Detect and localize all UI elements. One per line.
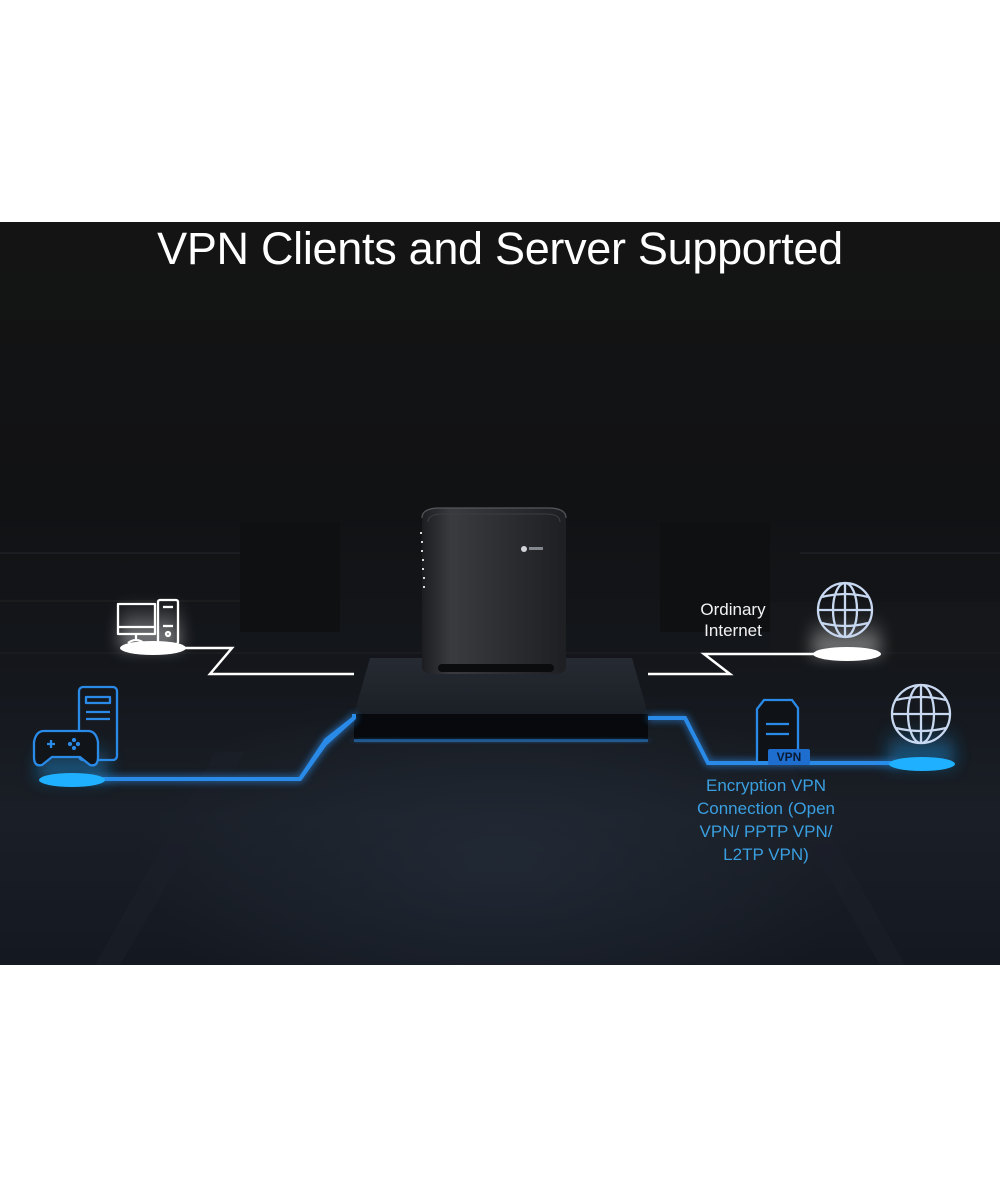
ordinary-internet-line-2: Internet	[704, 621, 762, 640]
globe-icon	[890, 683, 952, 745]
router-leds	[420, 532, 425, 588]
tp-link-logo-icon	[521, 546, 527, 552]
vpn-label-line-2: Connection (Open	[697, 799, 835, 818]
gamepad-server-icon	[32, 685, 119, 767]
network-scene	[0, 507, 1000, 965]
globe-icon	[816, 581, 874, 639]
vpn-feature-banner: VPN Clients and Server Supported Ordinar…	[0, 222, 1000, 965]
vpn-label-line-3: VPN/ PPTP VPN/	[699, 822, 833, 841]
vpn-label-line-1: Encryption VPN	[706, 776, 826, 795]
ordinary-internet-line-1: Ordinary	[700, 600, 766, 619]
vpn-server-icon	[755, 698, 810, 765]
gaming-node	[32, 685, 119, 787]
ordinary-internet-line	[180, 646, 818, 676]
desktop-computer-icon	[116, 598, 180, 646]
page-title: VPN Clients and Server Supported	[157, 223, 843, 274]
pc-node	[116, 598, 186, 655]
globe-vpn-node	[888, 683, 955, 771]
vpn-connection-label: Encryption VPN Connection (Open VPN/ PPT…	[676, 774, 856, 866]
router-icon	[420, 507, 567, 674]
vpn-label-line-4: L2TP VPN)	[723, 845, 809, 864]
ordinary-internet-label: Ordinary Internet	[688, 599, 778, 641]
globe-ordinary-node	[812, 581, 881, 661]
vpn-badge: VPN	[776, 750, 802, 764]
